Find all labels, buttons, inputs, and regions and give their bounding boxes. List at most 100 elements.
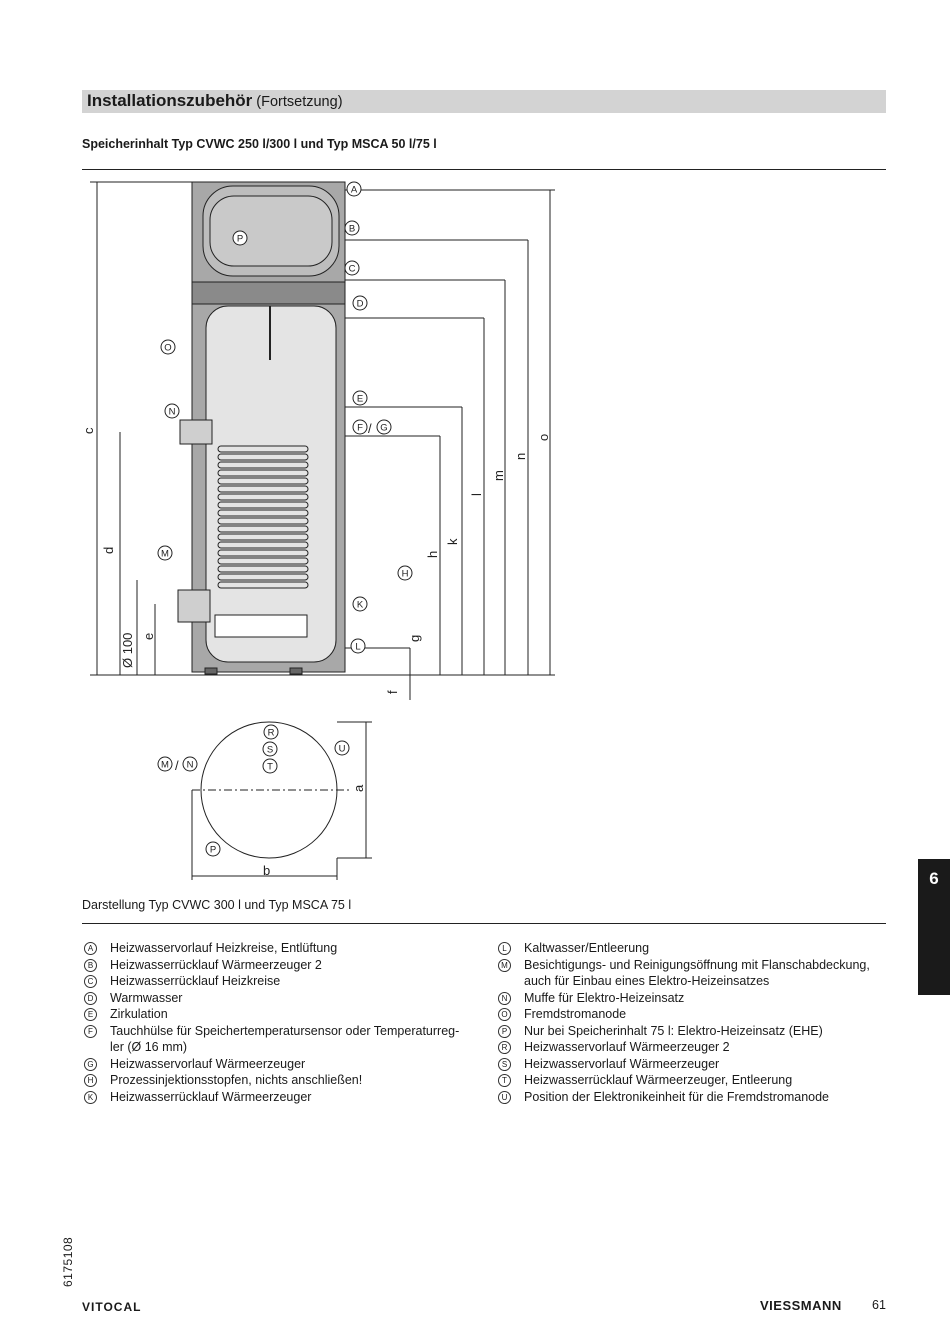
legend-item: H Prozessinjektionsstopfen, nichts anschl… [84,1072,469,1089]
legend-key: E [84,1008,97,1021]
legend-key: P [498,1024,511,1038]
legend-text: Besichtigungs- und Reinigungsöffnung mit… [524,957,870,989]
legend-key: A [84,942,97,955]
chapter-number: 6 [929,869,939,888]
svg-text:H: H [402,569,409,580]
coil-turn [217,565,309,573]
divider-bottom [82,923,886,924]
svg-text:P: P [210,845,216,856]
marker-o: O [160,339,176,355]
dim-label-a: a [351,784,366,792]
svg-text:T: T [267,762,273,773]
legend-text: Fremdstromanode [524,1007,627,1021]
marker-r: R [263,724,279,740]
legend-item: R Heizwasservorlauf Wärmeerzeuger 2 [498,1039,888,1056]
legend-key: S [498,1057,511,1071]
marker-e: E [352,390,368,406]
coil-turn [217,549,309,557]
legend-key: F [84,1024,97,1038]
legend-item: S Heizwasservorlauf Wärmeerzeuger [498,1056,888,1073]
svg-text:M: M [161,760,169,771]
title-suffix: (Fortsetzung) [256,94,343,110]
marker-d: D [352,295,368,311]
figure-subtitle: Speicherinhalt Typ CVWC 250 l/300 l und … [82,137,437,151]
legend-item: O Fremdstromanode [498,1006,888,1023]
legend-item: F Tauchhülse für Speichertemperatursensor… [84,1023,469,1056]
legend-key: C [84,975,97,988]
coil-turn [217,517,309,525]
svg-text:O: O [164,343,171,354]
svg-text:C: C [349,264,356,275]
dim-label-k: k [445,538,460,545]
legend-text: Prozessinjektionsstopfen, nichts anschli… [110,1073,363,1087]
legend-key: U [498,1090,511,1104]
svg-text:E: E [357,394,363,405]
dim-label-l: l [469,493,484,496]
dim-label-g: g [407,635,422,642]
marker-n: N [182,756,198,772]
legend-text: Tauchhülse für Speichertemperatursensor … [110,1023,460,1055]
legend-text: Heizwasserrücklauf Wärmeerzeuger, Entlee… [524,1073,793,1087]
legend-text: Heizwasservorlauf Wärmeerzeuger 2 [524,1040,730,1054]
legend-text: Heizwasserrücklauf Wärmeerzeuger [110,1089,312,1104]
legend-text: Heizwasservorlauf Wärmeerzeuger [524,1056,720,1071]
separator-m-n: / [175,758,179,773]
coil-turn [217,573,309,581]
dim-label-n: n [513,453,528,460]
marker-m: M [157,545,173,561]
marker-n: N [164,403,180,419]
legend-key: O [498,1008,511,1021]
coil-turn [217,541,309,549]
marker-p: P [205,841,221,857]
marker-k: K [352,596,368,612]
dim-label-f: f [385,690,400,694]
svg-text:R: R [268,728,275,739]
legend-text: Zirkulation [110,1007,168,1021]
svg-text:K: K [357,600,364,611]
svg-text:D: D [357,299,364,310]
marker-t: T [262,758,278,774]
legend-text: Warmwasser [110,990,183,1005]
dim-label-h: h [425,551,440,558]
svg-text:G: G [380,423,387,434]
legend-text: Heizwasservorlauf Heizkreise, Entlüftung [110,941,338,955]
svg-text:A: A [351,185,358,196]
legend-key: T [498,1074,511,1087]
svg-text:B: B [349,224,355,235]
legend-key: G [84,1057,97,1071]
legend-key: H [84,1074,97,1087]
page-title: Installationszubehör(Fortsetzung) [87,91,343,110]
marker-c: C [344,260,360,276]
legend-key: D [84,991,97,1005]
marker-b: B [344,220,360,236]
legend-text: Kaltwasser/Entleerung [524,941,650,955]
legend-item: L Kaltwasser/Entleerung [498,940,888,957]
legend-item: T Heizwasserrücklauf Wärmeerzeuger, Entle… [498,1072,888,1089]
coil-turn [217,501,309,509]
legend-key: L [498,942,511,955]
svg-text:S: S [267,745,273,756]
legend-key: B [84,958,97,972]
legend-item: D Warmwasser [84,990,469,1007]
dim-label-b: b [263,863,270,878]
legend-key: R [498,1041,511,1054]
marker-g: G [376,419,392,435]
separator-f-g: / [368,421,372,436]
divider-top [82,169,886,170]
coil-turn [217,469,309,477]
section-header: Installationszubehör(Fortsetzung) [82,90,886,113]
legend-text: Nur bei Speicherinhalt 75 l: Elektro-Hei… [524,1023,823,1038]
chapter-tab: 6 [918,859,950,995]
legend-text: Heizwasservorlauf Wärmeerzeuger [110,1056,306,1071]
coil-turn [217,477,309,485]
page-number: 61 [872,1298,886,1312]
legend-item: U Position der Elektronikeinheit für die … [498,1089,888,1106]
legend-text: Position der Elektronikeinheit für die F… [524,1089,830,1104]
